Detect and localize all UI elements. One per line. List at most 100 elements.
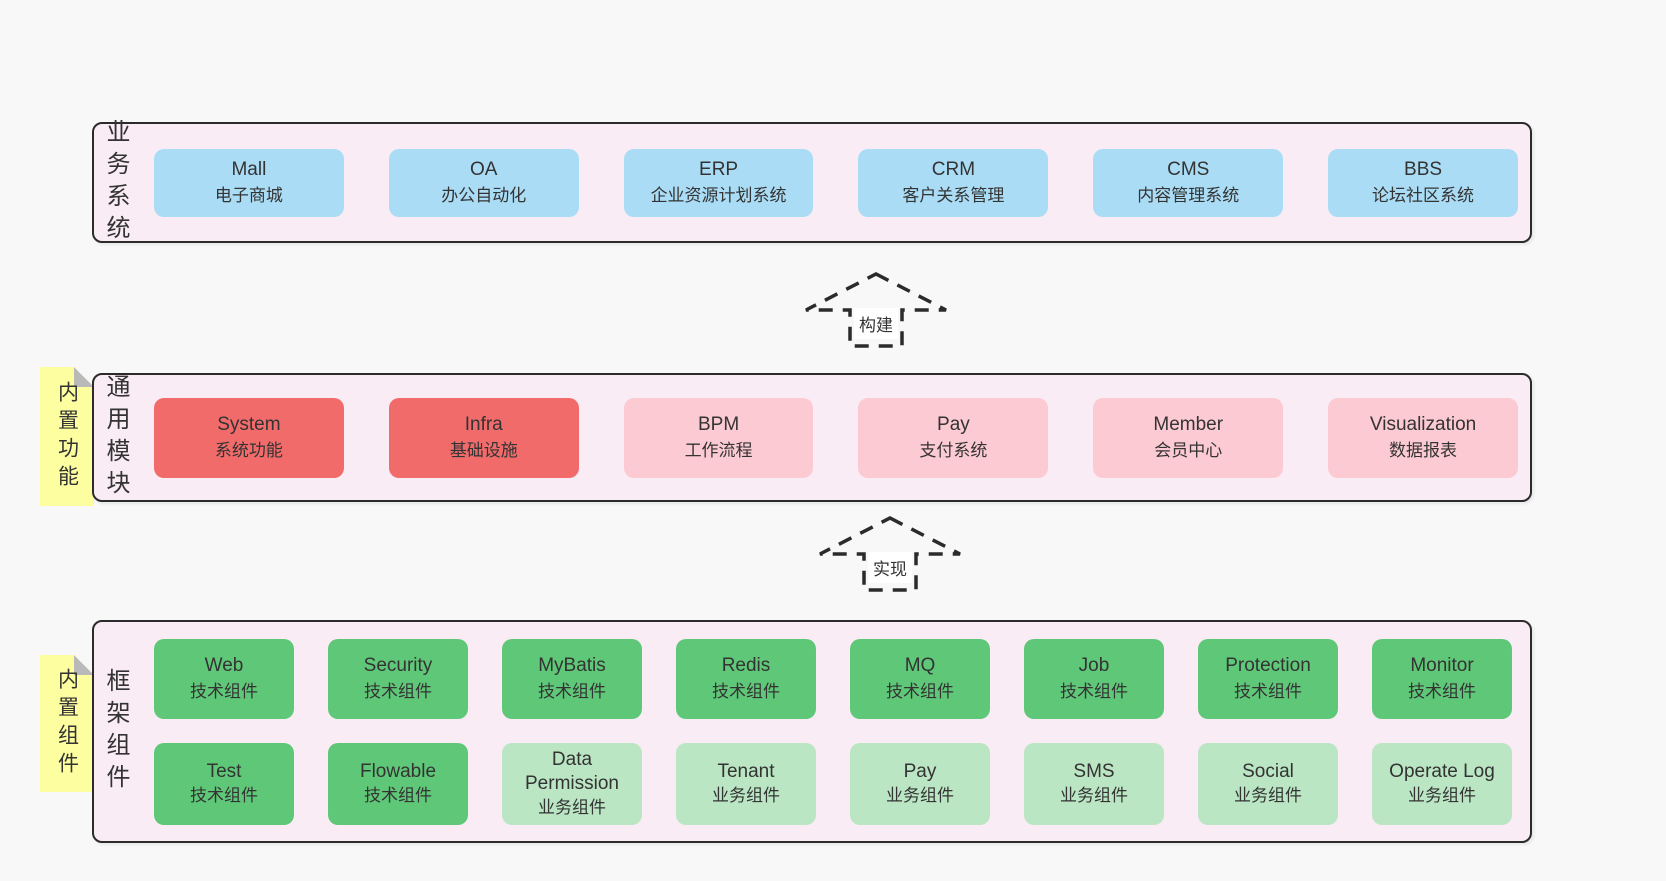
box-social: Social 业务组件 <box>1198 742 1338 825</box>
box-oa: OA 办公自动化 <box>388 148 579 217</box>
box-subtitle: 论坛社区系统 <box>1372 185 1475 205</box>
box-subtitle: 业务组件 <box>886 785 954 805</box>
layer-side-label: 通用模块 <box>102 373 129 502</box>
box-subtitle: 客户关系管理 <box>902 185 1005 205</box>
box-title: BPM <box>697 413 740 435</box>
box-title: Flowable <box>359 760 437 782</box>
box-subtitle: 技术组件 <box>190 681 258 701</box>
box-title: SMS <box>1073 760 1115 782</box>
box-job: Job 技术组件 <box>1024 638 1164 719</box>
box-title: Data Permission <box>525 748 619 794</box>
box-title: Mall <box>231 158 267 180</box>
box-member: Member 会员中心 <box>1093 397 1284 478</box>
box-subtitle: 企业资源计划系统 <box>650 185 787 205</box>
box-subtitle: 业务组件 <box>712 785 780 805</box>
box-subtitle: 技术组件 <box>1408 681 1476 701</box>
box-title: Security <box>363 654 433 676</box>
sticky-note-built-in-components: 内置组件 <box>40 655 94 792</box>
box-subtitle: 业务组件 <box>1060 785 1128 805</box>
box-operate-log: Operate Log 业务组件 <box>1372 742 1512 825</box>
box-erp: ERP 企业资源计划系统 <box>623 148 814 217</box>
box-title: Operate Log <box>1389 760 1495 782</box>
box-title: Test <box>206 760 242 782</box>
build-arrow: 构建 <box>803 270 949 350</box>
box-title: MQ <box>904 654 936 676</box>
box-subtitle: 业务组件 <box>1234 785 1302 805</box>
box-subtitle: 内容管理系统 <box>1137 185 1240 205</box>
box-title: BBS <box>1404 158 1443 180</box>
box-subtitle: 会员中心 <box>1154 440 1223 460</box>
box-crm: CRM 客户关系管理 <box>858 148 1049 217</box>
layer-side-label: 业务系统 <box>102 118 129 247</box>
box-redis: Redis 技术组件 <box>676 638 816 719</box>
box-title: ERP <box>699 158 739 180</box>
box-title: Member <box>1153 413 1224 435</box>
box-subtitle: 技术组件 <box>364 785 432 805</box>
box-title: CRM <box>931 158 976 180</box>
box-subtitle: 业务组件 <box>1408 785 1476 805</box>
box-mall: Mall 电子商城 <box>154 148 344 217</box>
box-pay: Pay 业务组件 <box>850 742 990 825</box>
box-subtitle: 技术组件 <box>712 681 780 701</box>
box-subtitle: 技术组件 <box>886 681 954 701</box>
box-subtitle: 办公自动化 <box>441 185 527 205</box>
arrow-label: 实现 <box>868 552 912 583</box>
box-title: Web <box>204 654 244 676</box>
sticky-note-label: 内置组件 <box>55 667 79 780</box>
box-bpm: BPM 工作流程 <box>623 397 814 478</box>
box-security: Security 技术组件 <box>328 638 468 719</box>
box-title: MyBatis <box>538 654 606 676</box>
box-cms: CMS 内容管理系统 <box>1093 148 1284 217</box>
box-subtitle: 技术组件 <box>364 681 432 701</box>
box-subtitle: 技术组件 <box>538 681 606 701</box>
box-subtitle: 技术组件 <box>1060 681 1128 701</box>
box-data-permission: Data Permission 业务组件 <box>502 742 642 825</box>
box-subtitle: 技术组件 <box>190 785 258 805</box>
box-visualization: Visualization 数据报表 <box>1328 397 1518 478</box>
box-title: System <box>217 413 281 435</box>
box-protection: Protection 技术组件 <box>1198 638 1338 719</box>
box-title: Visualization <box>1369 413 1477 435</box>
box-subtitle: 业务组件 <box>538 797 606 817</box>
box-title: Pay <box>903 760 937 782</box>
layer-side-label: 框架组件 <box>102 667 129 796</box>
box-test: Test 技术组件 <box>154 742 294 825</box>
box-subtitle: 基础设施 <box>449 440 518 460</box>
box-web: Web 技术组件 <box>154 638 294 719</box>
layer-rows: Mall 电子商城 OA 办公自动化 ERP 企业资源计划系统 CRM 客户关系管理 CMS 内容… <box>154 124 1518 241</box>
sticky-note-label: 内置功能 <box>55 380 79 493</box>
box-subtitle: 电子商城 <box>214 185 283 205</box>
arrow-label: 构建 <box>854 308 898 339</box>
box-title: Tenant <box>717 760 775 782</box>
sticky-note-built-in-features: 内置功能 <box>40 367 94 506</box>
box-title: Protection <box>1225 654 1311 676</box>
box-title: Job <box>1078 654 1110 676</box>
box-infra: Infra 基础设施 <box>388 397 579 478</box>
box-bbs: BBS 论坛社区系统 <box>1328 148 1518 217</box>
box-title: Infra <box>464 413 503 435</box>
box-title: Redis <box>721 654 771 676</box>
box-mq: MQ 技术组件 <box>850 638 990 719</box>
box-subtitle: 数据报表 <box>1389 440 1458 460</box>
implement-arrow: 实现 <box>817 514 963 594</box>
box-title: OA <box>470 158 498 180</box>
box-title: Pay <box>937 413 970 435</box>
box-row: Mall 电子商城 OA 办公自动化 ERP 企业资源计划系统 CRM 客户关系管理 CMS 内容… <box>154 148 1518 217</box>
box-title: CMS <box>1167 158 1210 180</box>
box-subtitle: 工作流程 <box>684 440 753 460</box>
box-title: Social <box>1242 760 1294 782</box>
box-mybatis: MyBatis 技术组件 <box>502 638 642 719</box>
box-tenant: Tenant 业务组件 <box>676 742 816 825</box>
box-subtitle: 技术组件 <box>1234 681 1302 701</box>
box-sms: SMS 业务组件 <box>1024 742 1164 825</box>
